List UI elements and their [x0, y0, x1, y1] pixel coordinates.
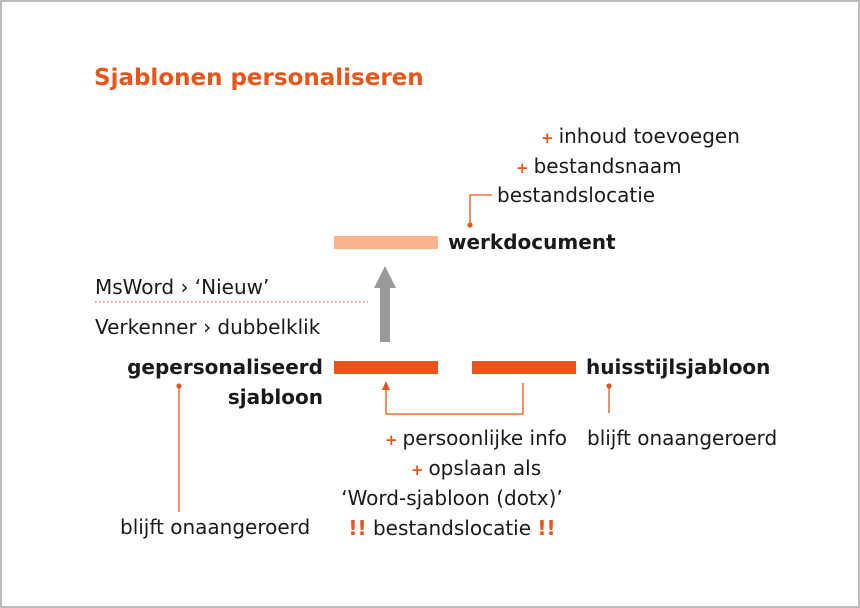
werkdocument-location-label: bestandslocatie [497, 183, 656, 207]
plus-icon: + [384, 431, 398, 449]
werkdocument-add-2: +bestandsnaam [516, 153, 682, 181]
werkdocument-label: werkdocument [448, 230, 616, 254]
personal-template-label-1: gepersonaliseerd [127, 355, 323, 379]
plus-icon: + [410, 461, 424, 479]
werkdocument-add-1: +inhoud toevoegen [541, 123, 740, 151]
open-method-2: Verkenner › dubbelklik [95, 315, 321, 339]
werkdocument-bar [334, 236, 438, 249]
location-callout [469, 194, 492, 224]
derive-connector [385, 383, 524, 415]
plus-icon: + [541, 129, 554, 147]
werkdocument-add-1-text: inhoud toevoegen [558, 124, 740, 148]
personal-template-note: blijft onaangeroerd [120, 515, 311, 539]
up-arrow-icon [374, 266, 396, 342]
warning-icon: !! [537, 516, 556, 540]
step-personal-info-text: persoonlijke info [402, 426, 568, 450]
plus-icon: + [516, 159, 529, 177]
derive-arrowhead [382, 381, 390, 390]
werkdocument-add-2-text: bestandsnaam [533, 154, 682, 178]
step-location-warning-text: bestandslocatie [372, 516, 532, 540]
step-save-as: +opslaan als [342, 455, 610, 483]
step-personal-info: +persoonlijke info [342, 425, 610, 453]
house-template-bar [472, 361, 576, 374]
personal-template-bar [334, 361, 438, 374]
step-location-warning: !! bestandslocatie !! [302, 515, 602, 541]
warning-icon: !! [348, 516, 367, 540]
step-save-as-text: opslaan als [428, 456, 542, 480]
house-template-label: huisstijlsjabloon [586, 355, 771, 379]
step-save-as-format: ‘Word-sjabloon (dotx)’ [341, 486, 563, 510]
house-template-note: blijft onaangeroerd [587, 426, 778, 450]
page-title: Sjablonen personaliseren [94, 65, 424, 91]
personal-template-label-2: sjabloon [227, 385, 323, 409]
location-callout-dot [467, 222, 473, 228]
open-method-1: MsWord › ‘Nieuw’ [95, 275, 270, 299]
